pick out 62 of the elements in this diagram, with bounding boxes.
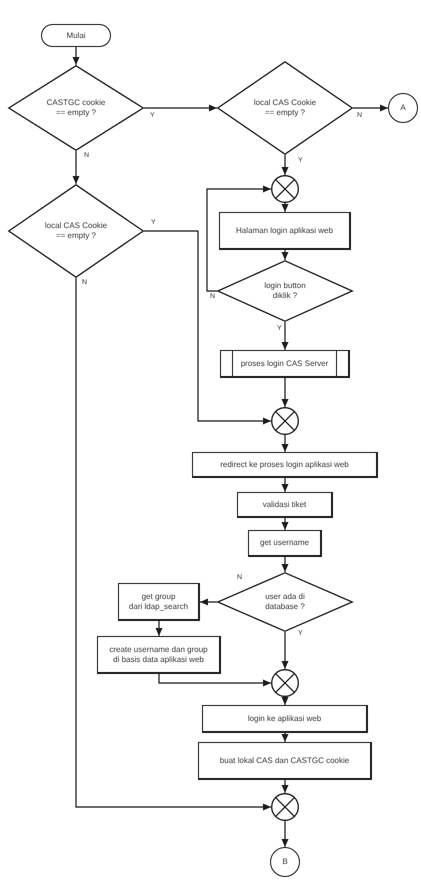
flow-arrow: [72, 151, 80, 184]
process-step: [97, 636, 221, 674]
process-step: [192, 452, 378, 478]
step-label: login ke aplikasi web: [248, 714, 322, 724]
connector-label: B: [282, 857, 288, 867]
process-step: [219, 212, 351, 250]
connector-circle: [270, 847, 300, 877]
flow-arrow: [282, 518, 288, 530]
question-label: user ada di database ?: [264, 592, 306, 612]
decision-diamond: [8, 184, 144, 278]
question-label: CASTGC cookie == empty ?: [46, 98, 106, 118]
question-label: login button diklik ?: [263, 281, 307, 301]
flow-arrow: [206, 186, 271, 292]
flow-arrow: [282, 697, 288, 705]
flow-arrow: [282, 155, 288, 175]
flow-arrow: [282, 632, 288, 669]
decision-diamond: [217, 260, 353, 322]
flow-arrow: [200, 598, 217, 606]
step-label: proses login CAS Server: [240, 358, 328, 368]
summing-junction: [271, 407, 299, 435]
flow-arrow: [282, 821, 288, 847]
summing-junction: [271, 793, 299, 821]
flow-arrow: [144, 230, 271, 424]
flow-arrow: [282, 250, 288, 260]
flow-arrow: [72, 47, 80, 65]
step-label: create username dan group di basis data aplikasi web: [108, 644, 209, 664]
process-step: [202, 705, 368, 733]
decision-diamond: [217, 61, 353, 155]
flow-arrow: [282, 478, 288, 492]
process-step: [237, 492, 333, 518]
summing-junction: [271, 175, 299, 203]
process-step: [118, 583, 200, 621]
flow-arrow: [282, 733, 288, 742]
predefined-process: [220, 350, 350, 378]
flow-arrow: [353, 104, 388, 112]
process-step: [248, 530, 322, 557]
step-label: Halaman login aplikasi web: [236, 226, 333, 236]
step-label: buat lokal CAS dan CASTGC cookie: [220, 756, 350, 766]
terminal-label: Mulai: [66, 30, 86, 40]
flow-arrow: [156, 621, 162, 636]
step-label: redirect ke proses login aplikasi web: [220, 460, 349, 470]
connector-circle: [388, 93, 418, 123]
flow-arrow: [158, 674, 271, 686]
decision-diamond: [8, 65, 144, 151]
flow-arrow: [282, 435, 288, 452]
decision-diamond: [217, 572, 353, 632]
flow-arrow: [282, 322, 288, 350]
step-label: get group dari ldap_search: [128, 592, 190, 612]
question-label: local CAS Cookie == empty ?: [44, 221, 108, 241]
flow-arrow: [282, 557, 288, 572]
step-label: validasi tiket: [262, 500, 306, 510]
step-label: get username: [260, 538, 309, 548]
flow-arrow: [144, 104, 217, 112]
flow-arrow: [282, 203, 288, 212]
flow-arrow: [75, 278, 271, 810]
question-label: local CAS Cookie == empty ?: [252, 98, 318, 118]
process-step: [198, 742, 372, 780]
flow-arrow: [282, 378, 288, 407]
flow-arrow: [282, 780, 288, 793]
terminal-pill: [41, 24, 111, 47]
connector-label: A: [400, 103, 406, 113]
summing-junction: [271, 669, 299, 697]
